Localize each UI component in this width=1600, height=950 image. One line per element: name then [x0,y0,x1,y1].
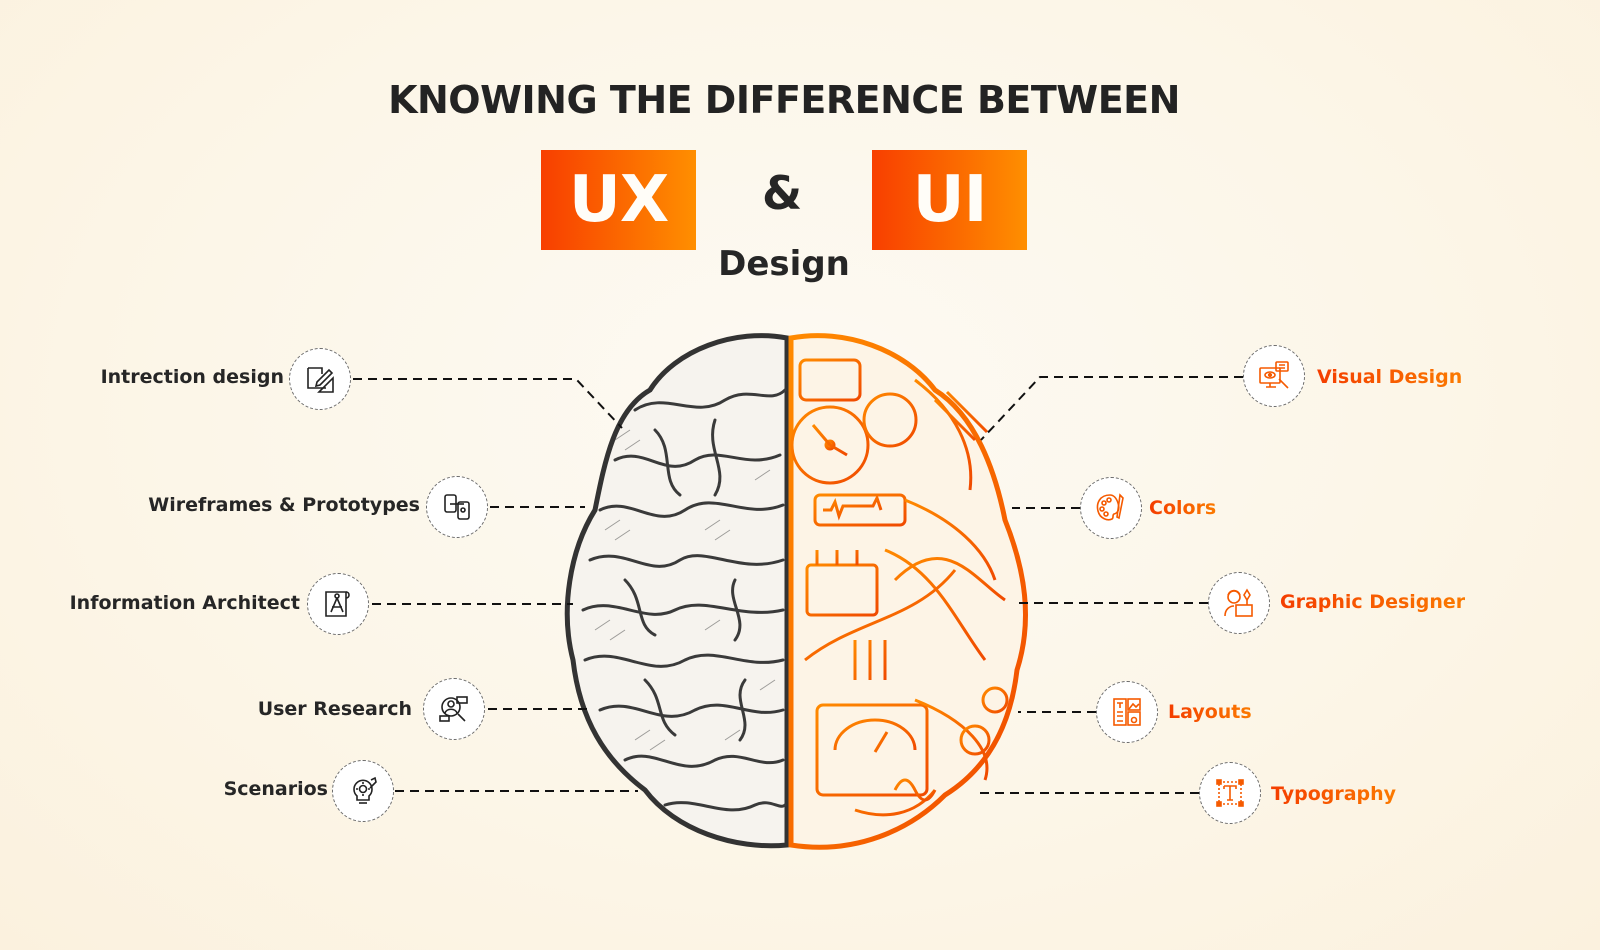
ux-item-label: Intrection design [100,366,284,388]
designer-pen-icon [1224,588,1253,617]
ui-item-label: Graphic Designer [1280,591,1466,613]
brain-illustration [564,333,1028,850]
layout-grid-icon [1113,698,1141,726]
ux-item-icon-circle [307,573,369,635]
ui-item-label: Typography [1271,783,1397,805]
mobile-wireframe-icon [444,494,470,520]
ui-badge-label: UI [912,163,988,237]
monitor-eye-icon [1259,361,1289,389]
page-title: KNOWING THE DIFFERENCE BETWEEN [388,78,1180,122]
drafting-tools-icon [307,367,334,393]
compass-blueprint-icon [325,591,350,617]
ux-item-label: Wireframes & Prototypes [148,494,420,516]
ux-item-icon-circle [426,476,488,538]
ui-item-icon-circle [1080,477,1142,539]
ux-item-icon-circle [289,348,351,410]
text-type-icon [1216,779,1244,807]
ui-item-label: Visual Design [1317,366,1463,388]
ui-badge: UI [872,150,1027,250]
brain-right-hemisphere [788,333,1028,850]
ux-badge: UX [541,150,696,250]
ui-item-icon-circle [1243,345,1305,407]
ux-badge-label: UX [568,163,669,237]
ux-item-icon-circle [332,760,394,822]
ui-item-label: Colors [1149,497,1217,519]
ui-item-icon-circle [1096,681,1158,743]
ui-item-icon-circle [1199,762,1261,824]
brain-left-hemisphere [564,333,790,849]
user-search-icon [439,696,468,722]
lightbulb-gear-icon [353,776,377,804]
ui-item-label: Layouts [1168,701,1252,723]
ui-item-icon-circle [1208,572,1270,634]
ux-item-label: Information Architect [69,592,300,614]
ux-item-label: User Research [257,698,412,720]
paint-palette-icon [1096,493,1124,521]
ux-item-label: Scenarios [223,778,328,800]
subtitle-design: Design [718,244,850,284]
ux-item-icon-circle [423,678,485,740]
ampersand: & [761,166,803,220]
